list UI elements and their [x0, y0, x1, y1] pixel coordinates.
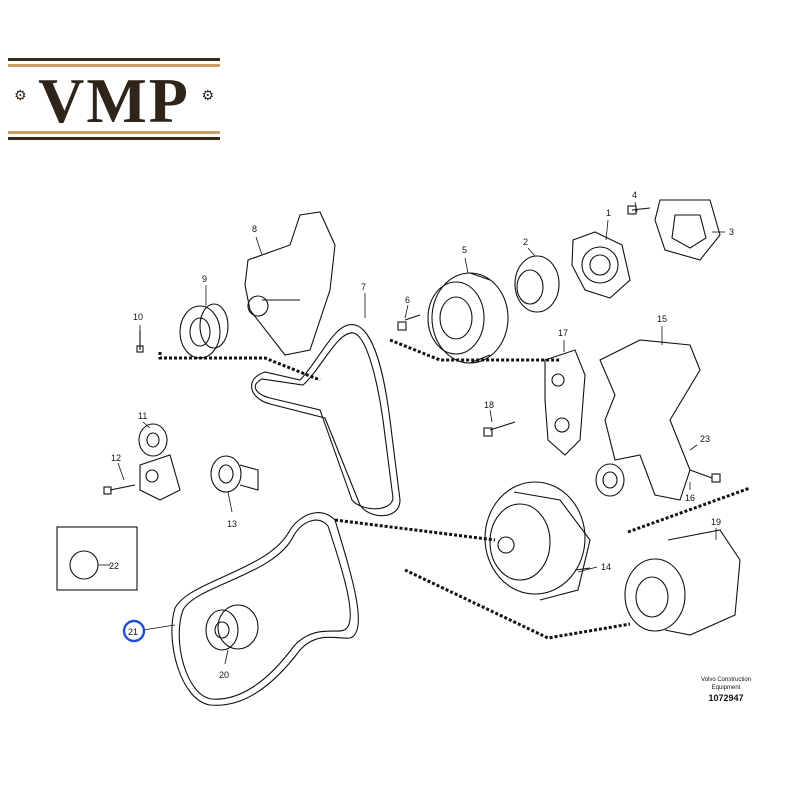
callout-4: 4 — [632, 190, 637, 200]
alternator — [484, 481, 591, 601]
callout-16: 16 — [685, 493, 695, 503]
inset-box — [56, 526, 138, 591]
idler-pulley — [205, 604, 259, 651]
hub-assembly — [571, 199, 721, 299]
guide-line — [627, 486, 751, 534]
callout-22: 22 — [109, 561, 119, 571]
callout-17: 17 — [558, 328, 568, 338]
callout-13: 13 — [227, 519, 237, 529]
callout-15: 15 — [657, 314, 667, 324]
ac-compressor — [624, 529, 741, 636]
leader-lines — [98, 201, 725, 665]
guide-line — [334, 518, 496, 542]
callout-8: 8 — [252, 224, 257, 234]
mounting-brackets — [544, 339, 701, 501]
pulley-and-bearing — [427, 255, 560, 364]
callout-5: 5 — [462, 245, 467, 255]
logo-rule-top-gold — [8, 64, 220, 67]
callout-20: 20 — [219, 670, 229, 680]
drawing-footer: Volvo Construction Equipment 1072947 — [684, 676, 768, 704]
guide-line — [404, 568, 631, 640]
callout-23: 23 — [700, 434, 710, 444]
callout-2: 2 — [523, 237, 528, 247]
callout-9: 9 — [202, 274, 207, 284]
callout-numbers: 1 2 3 4 5 6 7 8 9 10 11 12 13 14 15 16 1… — [109, 190, 734, 680]
callout-11: 11 — [138, 411, 147, 421]
callout-1: 1 — [606, 208, 611, 218]
callout-12: 12 — [111, 453, 121, 463]
callout-10: 10 — [133, 312, 143, 322]
guide-line — [389, 338, 560, 362]
callout-7: 7 — [361, 282, 366, 292]
drive-belt-upper — [251, 324, 401, 517]
callout-6: 6 — [405, 295, 410, 305]
tensioner-and-idler — [138, 423, 259, 501]
highlight-ring — [122, 619, 146, 643]
footer-line-1: Volvo Construction — [700, 677, 752, 683]
logo-rule-bottom — [8, 137, 220, 140]
callout-18: 18 — [484, 400, 494, 410]
assembly-guide-lines — [158, 338, 751, 640]
gear-icon: ⚙ — [201, 88, 214, 104]
callout-3: 3 — [729, 227, 734, 237]
callout-19: 19 — [711, 517, 721, 527]
drawing-number: 1072947 — [708, 693, 744, 703]
footer-line-2: Equipment — [711, 685, 741, 691]
gear-icon: ⚙ — [14, 88, 27, 104]
callout-21-highlight: 21 — [122, 619, 146, 643]
logo-rule-bottom-gold — [8, 131, 220, 134]
drive-belt-lower — [171, 512, 359, 706]
callout-21: 21 — [128, 627, 138, 637]
bolts — [103, 314, 721, 495]
guide-line — [158, 352, 321, 382]
water-pump — [179, 211, 336, 359]
vmp-logo: VMP ⚙ ⚙ — [8, 58, 220, 144]
logo-rule-top — [8, 58, 220, 61]
logo-text: VMP — [38, 65, 190, 136]
callout-14: 14 — [601, 562, 611, 572]
